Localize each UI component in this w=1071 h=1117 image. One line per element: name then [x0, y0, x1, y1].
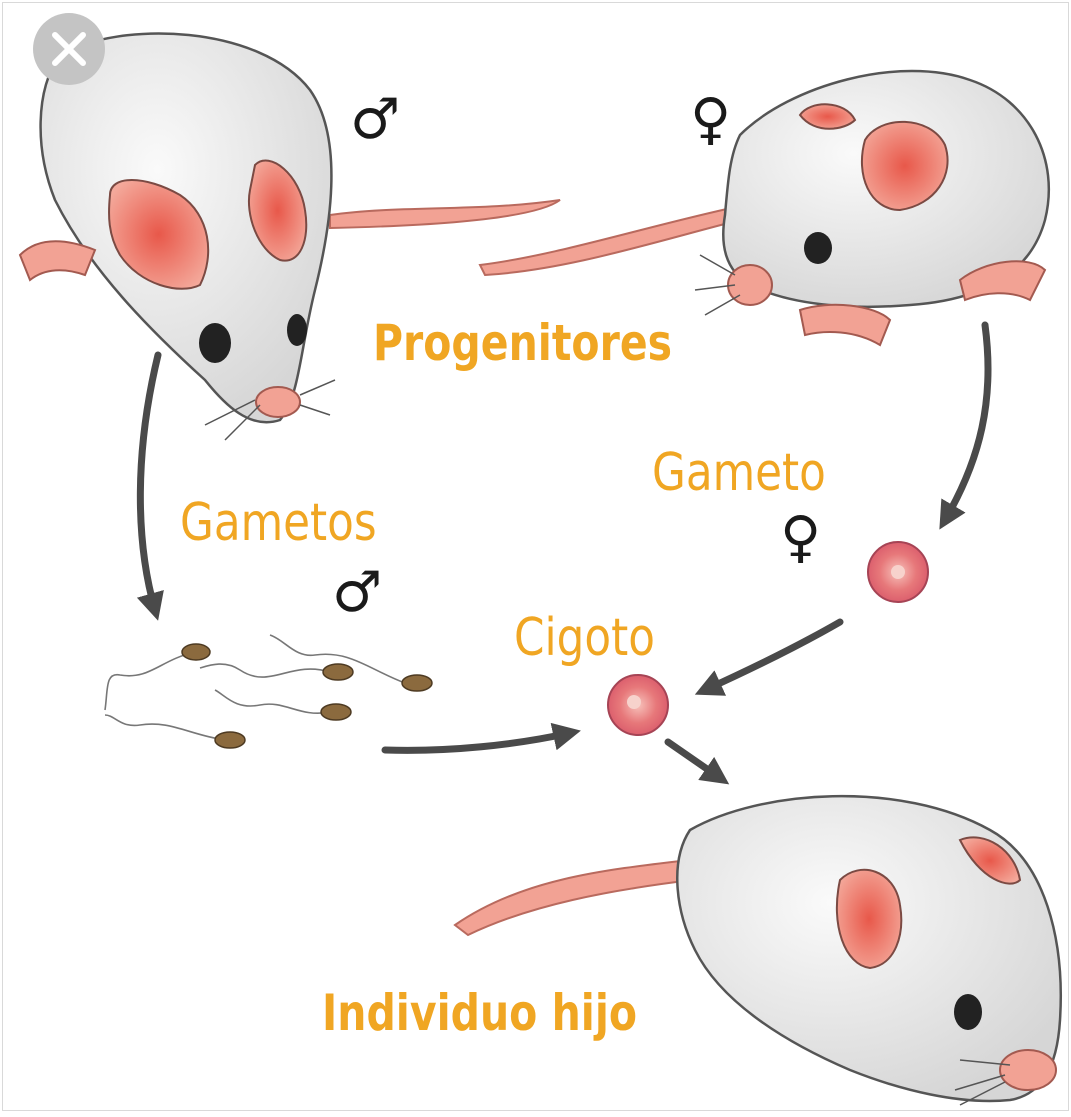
sperm-head [215, 732, 245, 748]
offspring-label: Individuo hijo [322, 988, 637, 1038]
ovum-nucleus [891, 565, 905, 579]
male-left-eye [199, 323, 231, 363]
arrow-female-to-ovum [945, 325, 988, 520]
female-parent-mouse [480, 71, 1049, 345]
arrow-sperm-to-zygote [385, 733, 570, 750]
male-right-eye [287, 314, 307, 346]
male-tail [330, 200, 560, 228]
female-front-paw [800, 305, 890, 345]
offspring-nose [1000, 1050, 1056, 1090]
male-symbol-gamete: ♂ [332, 565, 382, 621]
close-icon [33, 13, 105, 85]
sperm-cells [105, 635, 432, 748]
female-eye [804, 232, 832, 264]
arrow-male-to-sperm [140, 355, 158, 610]
sperm-head [402, 675, 432, 691]
male-paw [20, 241, 95, 280]
arrow-ovum-to-zygote [705, 622, 840, 690]
male-symbol-parent: ♂ [350, 92, 400, 148]
close-button[interactable] [33, 13, 105, 85]
offspring-tail [455, 860, 692, 935]
female-gamete-label: Gameto [652, 447, 826, 499]
male-parent-mouse [20, 33, 560, 440]
female-symbol-parent: ♀ [690, 92, 731, 148]
sperm-head [321, 704, 351, 720]
arrow-zygote-to-offspring [668, 742, 720, 778]
offspring-eye [954, 994, 982, 1030]
female-symbol-gamete: ♀ [780, 510, 821, 566]
male-nose [256, 387, 300, 417]
gametes-label: Gametos [180, 497, 377, 549]
offspring-mouse [455, 796, 1061, 1105]
zygote-nucleus [627, 695, 641, 709]
female-tail [480, 205, 748, 275]
zygote-label: Cigoto [514, 612, 655, 664]
sperm-head [182, 644, 210, 660]
sperm-head [323, 664, 353, 680]
parents-label: Progenitores [373, 318, 672, 368]
